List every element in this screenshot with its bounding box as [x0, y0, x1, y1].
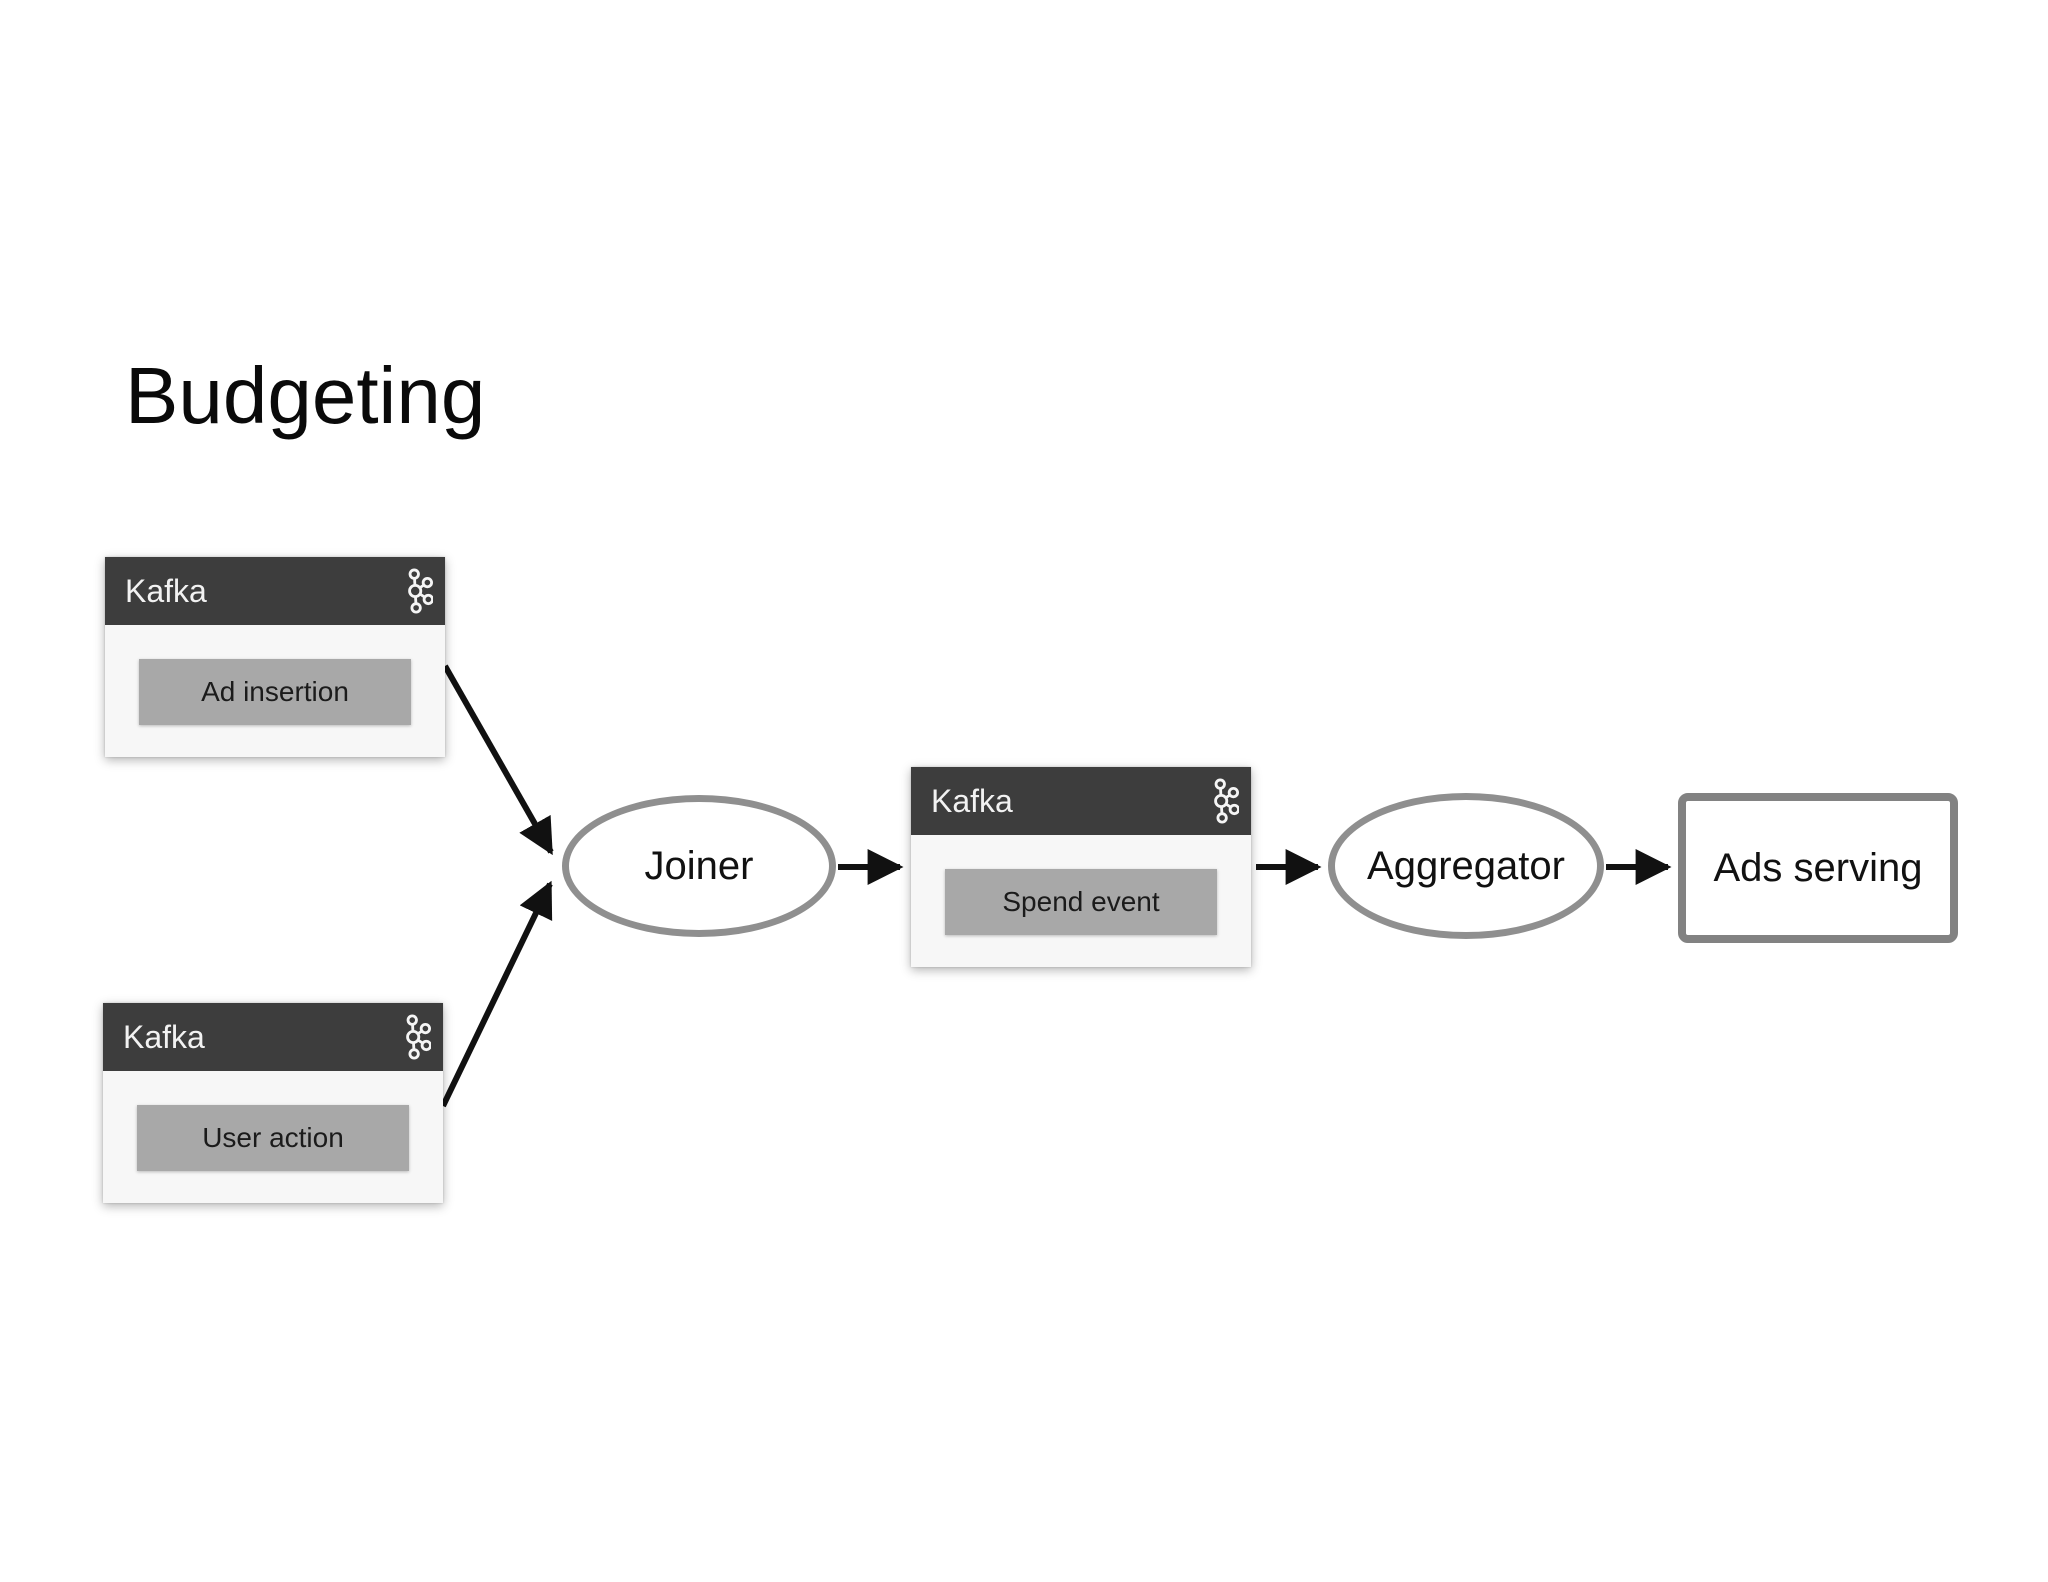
arrow-ad-insertion-to-joiner: [442, 664, 554, 856]
aggregator-node: Aggregator: [1328, 793, 1604, 939]
arrow-user-action-to-joiner: [440, 880, 553, 1108]
kafka-box-spend-event: Kafka Spend event: [911, 767, 1251, 967]
ads-serving-node: Ads serving: [1678, 793, 1958, 943]
joiner-label: Joiner: [644, 843, 754, 888]
kafka-logo-icon: [1214, 778, 1239, 824]
joiner-node: Joiner: [562, 795, 836, 937]
ads-serving-label: Ads serving: [1713, 845, 1923, 890]
kafka-label: Kafka: [125, 572, 207, 609]
kafka-header: Kafka: [911, 767, 1251, 835]
topic-spend-event: Spend event: [945, 869, 1217, 935]
topic-user-action: User action: [137, 1105, 409, 1171]
kafka-logo-icon: [406, 1014, 431, 1060]
kafka-box-user-action: Kafka User action: [103, 1003, 443, 1203]
page-title: Budgeting: [125, 351, 486, 440]
topic-ad-insertion: Ad insertion: [139, 659, 411, 725]
kafka-label: Kafka: [931, 782, 1013, 819]
aggregator-label: Aggregator: [1367, 843, 1565, 888]
kafka-header: Kafka: [105, 557, 445, 625]
kafka-header: Kafka: [103, 1003, 443, 1071]
kafka-logo-icon: [408, 568, 433, 614]
kafka-label: Kafka: [123, 1018, 205, 1055]
kafka-box-ad-insertion: Kafka Ad insertion: [105, 557, 445, 757]
